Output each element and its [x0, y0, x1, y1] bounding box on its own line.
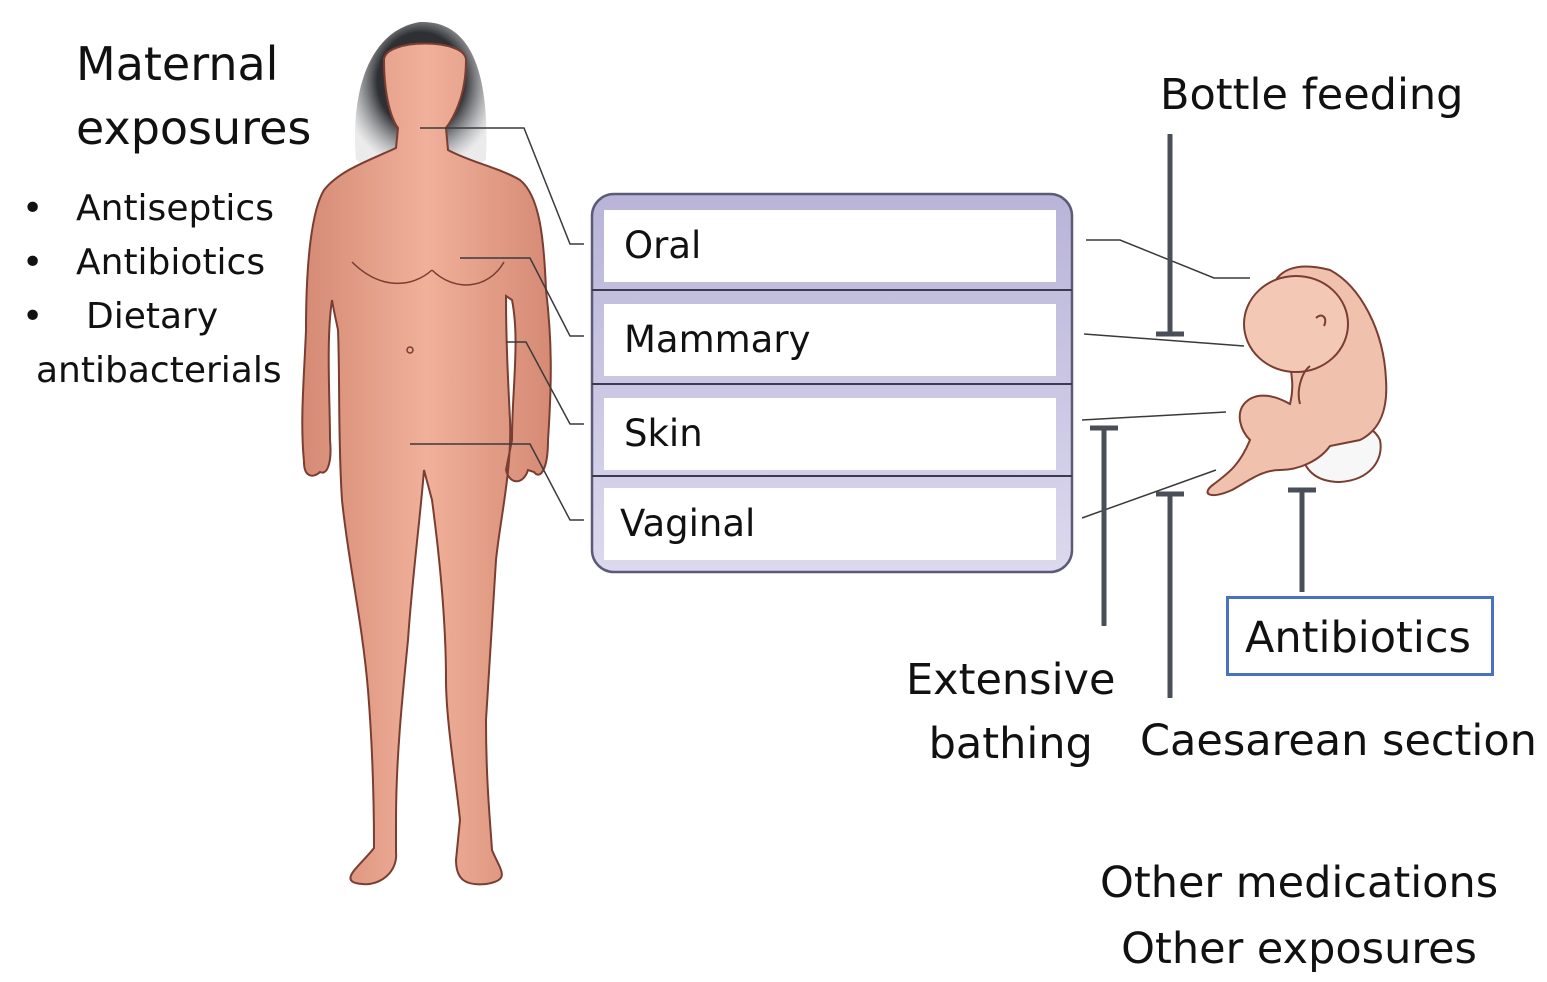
woman-body: [302, 44, 550, 885]
site-box-oral: Oral: [604, 210, 1056, 282]
maternal-exposures-list: Antiseptics Antibiotics Dietary antibact…: [22, 182, 282, 398]
label-other-exposures: Other medications Other exposures: [1100, 850, 1498, 982]
label-caesarean-section: Caesarean section: [1140, 720, 1537, 763]
infant-figure: [1208, 266, 1387, 495]
list-item-dietary-antibacterials: Dietary antibacterials: [22, 290, 282, 398]
label-extensive-bathing: Extensive bathing: [906, 648, 1115, 776]
inhibitor-antibiotics: [1288, 490, 1316, 592]
site-label-mammary: Mammary: [624, 320, 810, 360]
infant-head: [1244, 276, 1348, 372]
inhibitor-extensive-bathing: [1090, 428, 1118, 626]
maternal-exposures-title: Maternal exposures: [76, 32, 311, 160]
site-box-vaginal: Vaginal: [604, 488, 1056, 560]
site-box-mammary: Mammary: [604, 304, 1056, 376]
maternal-title-line2: exposures: [76, 96, 311, 160]
site-label-vaginal: Vaginal: [620, 504, 755, 544]
antibiotics-box: Antibiotics: [1226, 596, 1494, 676]
label-infant-antibiotics: Antibiotics: [1245, 615, 1471, 661]
site-label-skin: Skin: [624, 414, 703, 454]
site-label-oral: Oral: [624, 226, 701, 266]
list-item-antiseptics: Antiseptics: [22, 182, 282, 236]
inhibitor-bottle-feeding: [1156, 134, 1184, 334]
maternal-title-line1: Maternal: [76, 32, 311, 96]
site-box-skin: Skin: [604, 398, 1056, 470]
inhibitor-caesarean: [1156, 494, 1184, 698]
list-item-antibiotics: Antibiotics: [22, 236, 282, 290]
label-bottle-feeding: Bottle feeding: [1160, 74, 1463, 117]
woman-figure: [302, 22, 550, 884]
